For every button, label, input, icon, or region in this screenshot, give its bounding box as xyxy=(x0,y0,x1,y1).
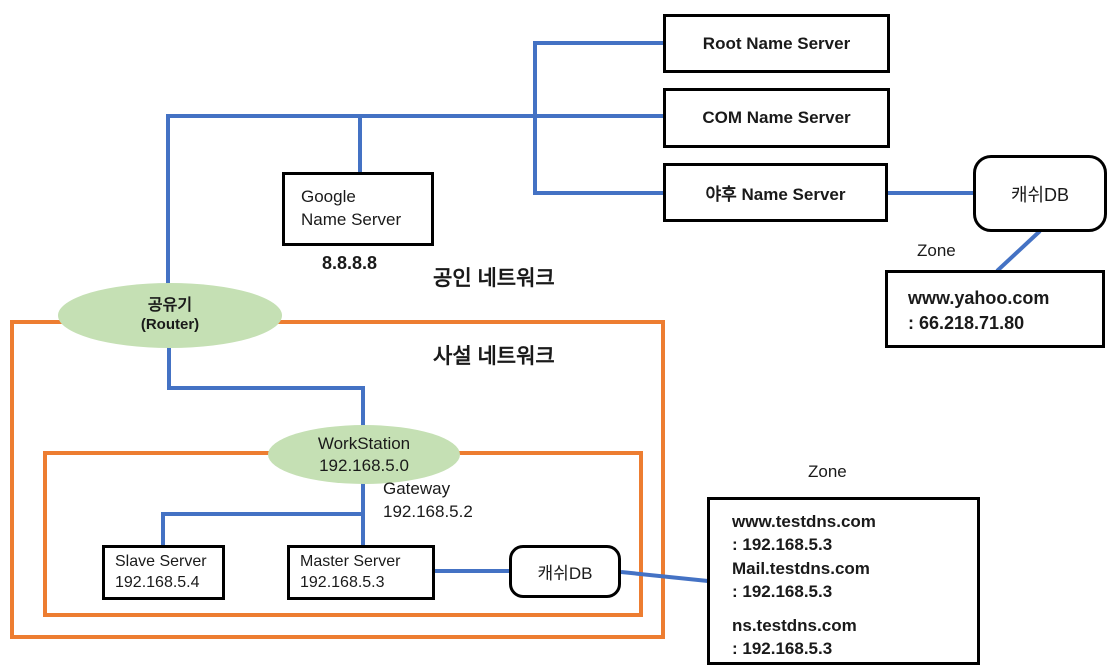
gateway-name: Gateway xyxy=(383,479,451,498)
workstation-node: WorkStation 192.168.5.0 xyxy=(268,425,460,484)
workstation-ip: 192.168.5.0 xyxy=(319,455,409,475)
testdns-ns-domain: ns.testdns.com xyxy=(732,615,857,635)
testdns-zone-title: Zone xyxy=(808,462,847,481)
yahoo-name-server-label: 야후 Name Server xyxy=(705,185,846,204)
com-name-server-label: COM Name Server xyxy=(702,108,851,127)
yahoo-name-server-box: 야후 Name Server xyxy=(663,163,888,222)
root-name-server-box: Root Name Server xyxy=(663,14,890,73)
master-server-ip: 192.168.5.3 xyxy=(300,573,385,591)
slave-server-name: Slave Server xyxy=(115,552,207,570)
slave-server-box: Slave Server 192.168.5.4 xyxy=(102,545,225,600)
cache-db-top-label: 캐쉬DB xyxy=(1010,184,1070,205)
google-name-server-box: Google Name Server xyxy=(282,172,434,246)
router-name: 공유기 xyxy=(147,297,193,315)
connector-slave-branch xyxy=(161,512,363,545)
testdns-www-ip: : 192.168.5.3 xyxy=(732,535,833,555)
cache-db-bottom-box: 캐쉬DB xyxy=(509,545,621,598)
yahoo-zone-title: Zone xyxy=(917,241,956,260)
slave-server-ip: 192.168.5.4 xyxy=(115,573,200,591)
com-name-server-box: COM Name Server xyxy=(663,88,890,148)
router-subname: (Router) xyxy=(140,316,200,334)
yahoo-zone-ip: : 66.218.71.80 xyxy=(908,312,1025,333)
yahoo-zone-box: www.yahoo.com : 66.218.71.80 xyxy=(885,270,1105,348)
workstation-name: WorkStation xyxy=(317,434,411,454)
yahoo-zone-domain: www.yahoo.com xyxy=(908,288,1050,308)
root-name-server-label: Root Name Server xyxy=(702,33,851,53)
private-network-outer-box xyxy=(10,320,665,639)
master-server-name: Master Server xyxy=(300,552,401,570)
google-name-line1: Google xyxy=(301,187,356,207)
testdns-ns-ip: : 192.168.5.3 xyxy=(732,639,833,659)
cache-db-bottom-label: 캐쉬DB xyxy=(537,564,593,583)
public-network-label: 공인 네트워크 xyxy=(433,267,555,290)
router-node: 공유기 (Router) xyxy=(58,283,282,348)
cache-db-top-box: 캐쉬DB xyxy=(973,155,1107,232)
testdns-mail-ip: : 192.168.5.3 xyxy=(732,582,833,602)
master-server-box: Master Server 192.168.5.3 xyxy=(287,545,435,600)
google-name-line2: Name Server xyxy=(301,210,402,229)
gateway-label: Gateway 192.168.5.2 xyxy=(383,478,473,524)
connector-router-to-com xyxy=(166,114,663,285)
connector-router-to-workstation xyxy=(167,347,365,426)
testdns-www-domain: www.testdns.com xyxy=(732,512,876,531)
testdns-zone-box: www.testdns.com : 192.168.5.3 Mail.testd… xyxy=(707,497,980,665)
private-network-label: 사설 네트워크 xyxy=(433,345,555,368)
testdns-zone-group1: www.testdns.com : 192.168.5.3 Mail.testd… xyxy=(732,510,977,604)
google-ip-label: 8.8.8.8 xyxy=(322,253,378,273)
testdns-zone-group2: ns.testdns.com : 192.168.5.3 xyxy=(732,614,977,661)
connector-cachedb-to-testdns-zone xyxy=(620,570,709,583)
gateway-ip: 192.168.5.2 xyxy=(383,501,473,521)
connector-cachedb-to-yahoo-zone xyxy=(995,229,1042,273)
testdns-mail-domain: Mail.testdns.com xyxy=(732,558,870,578)
connector-root-yahoo-branch xyxy=(533,41,663,195)
